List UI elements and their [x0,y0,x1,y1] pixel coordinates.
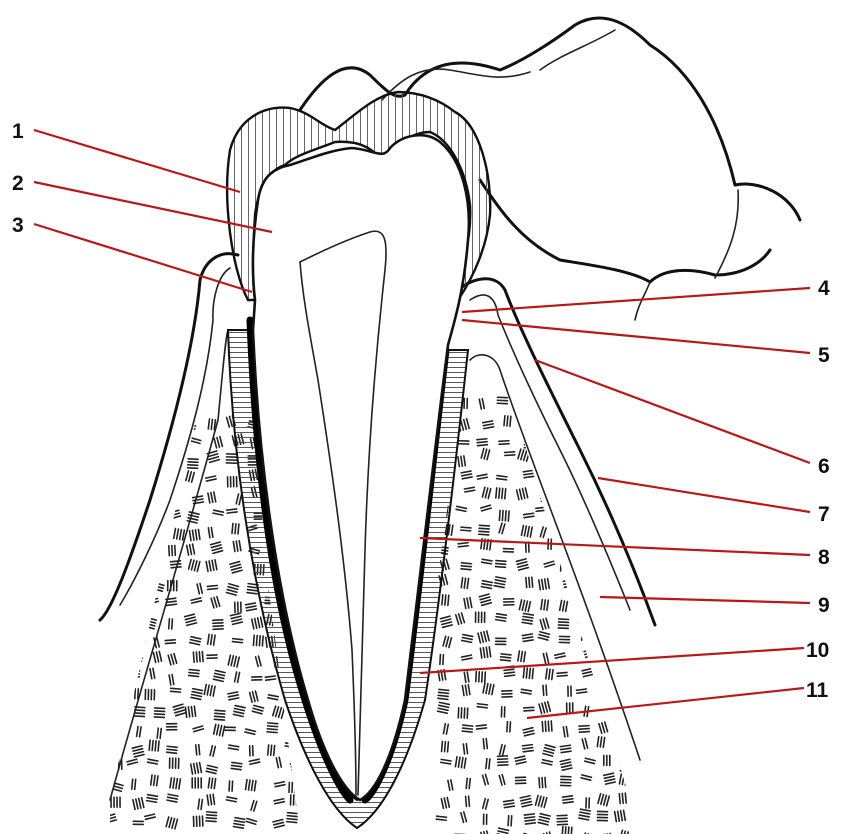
leader-line-10 [420,648,804,673]
label-1: 1 [12,120,24,143]
leader-line-9 [600,597,810,603]
label-7: 7 [818,503,830,526]
label-9: 9 [818,594,830,617]
label-11: 11 [806,679,829,702]
label-3: 3 [12,214,24,237]
leader-line-1 [34,130,240,192]
label-4: 4 [818,277,830,300]
leader-line-6 [535,360,810,463]
label-2: 2 [12,172,24,195]
leader-line-7 [598,478,810,512]
leader-line-8 [420,538,810,555]
label-8: 8 [818,546,830,569]
leader-line-4 [462,288,810,312]
label-6: 6 [818,455,830,478]
label-5: 5 [818,344,830,367]
leader-line-5 [462,320,810,353]
label-10: 10 [806,639,829,662]
leader-line-3 [34,224,252,292]
